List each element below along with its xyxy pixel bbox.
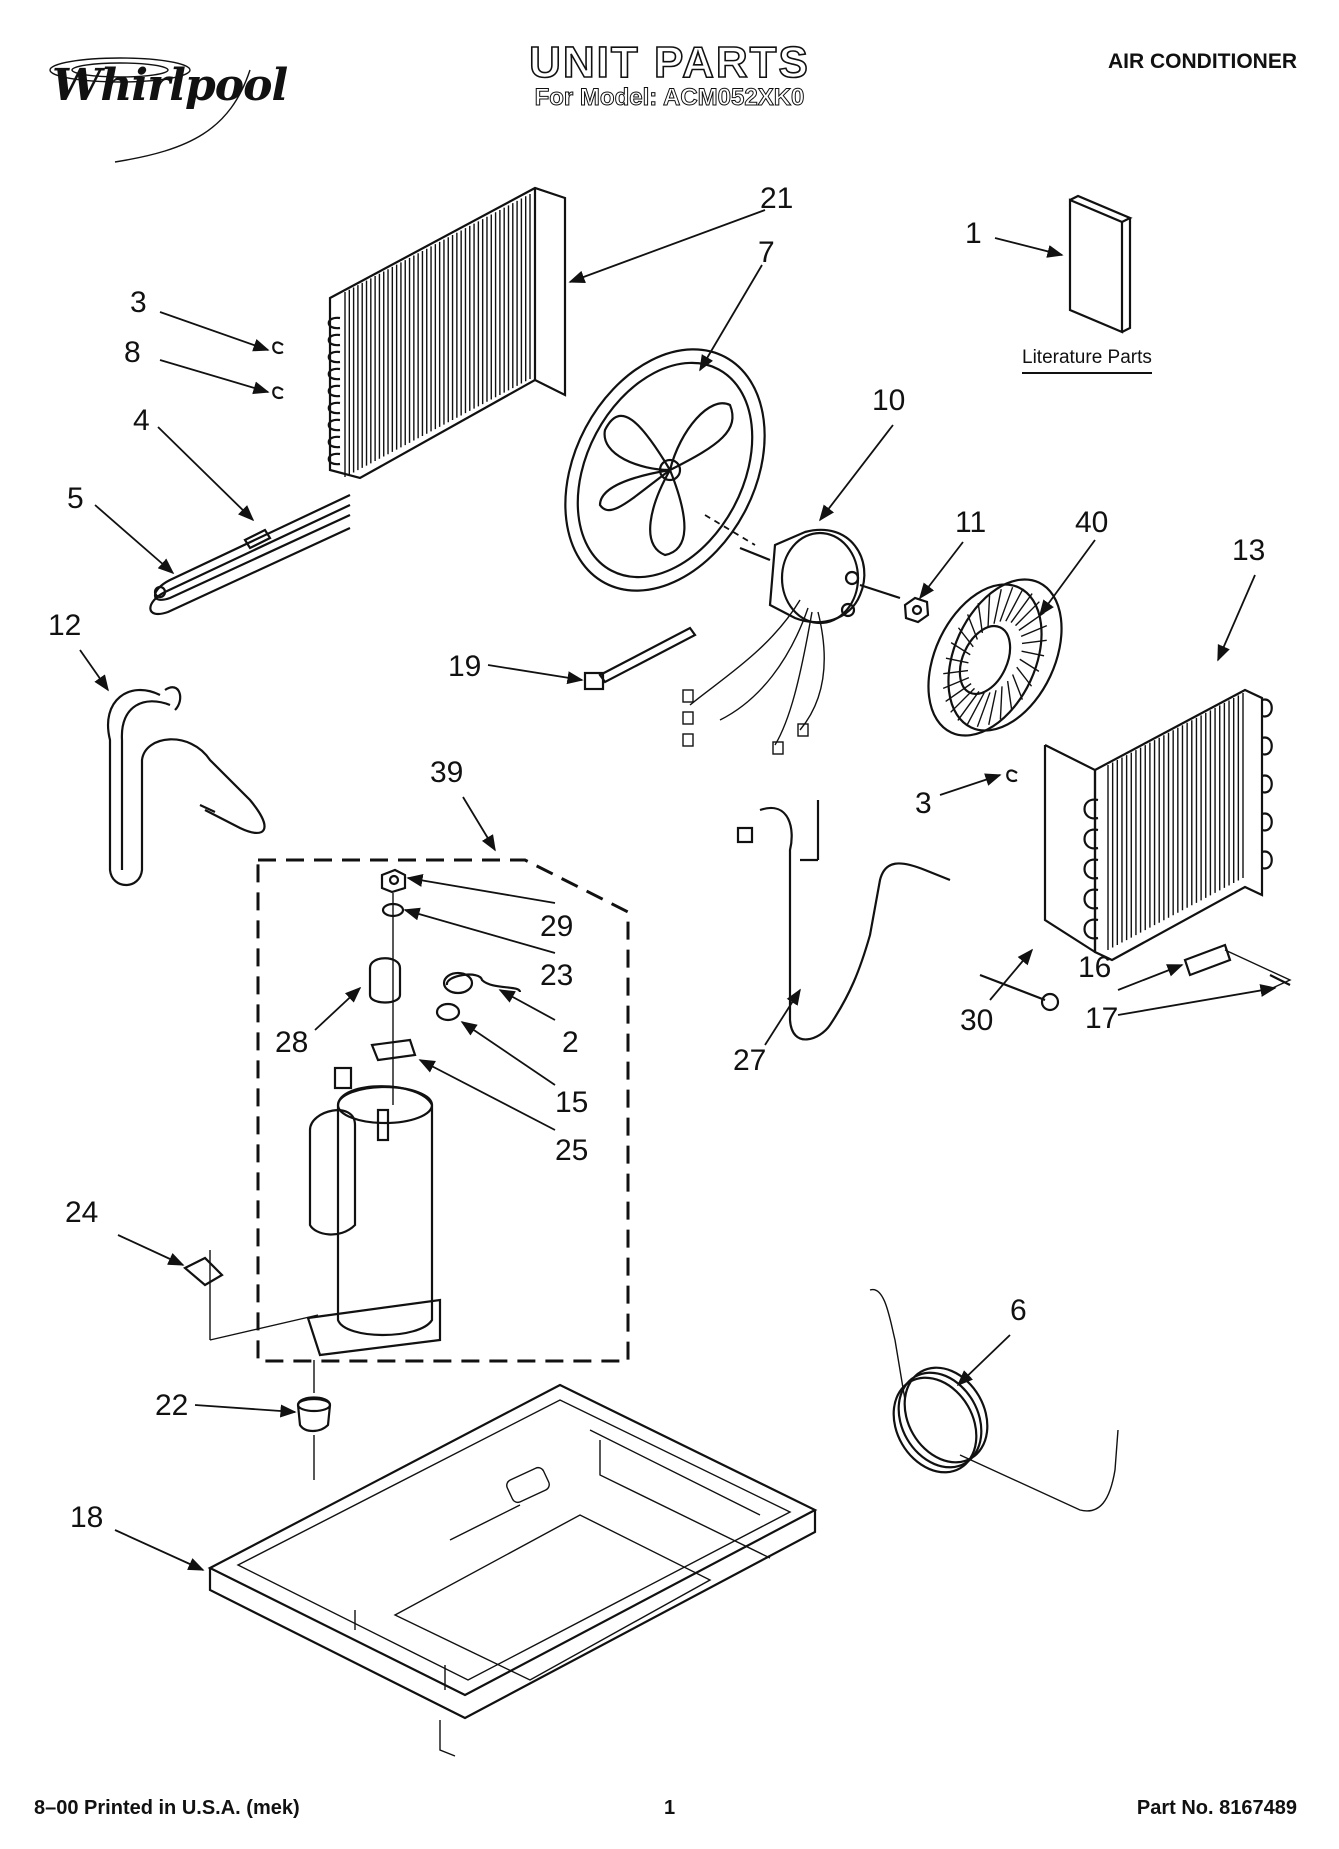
base-pan	[207, 1383, 818, 1757]
part-number: Part No. 8167489	[1136, 1797, 1297, 1819]
capillary-tube	[979, 973, 1060, 1012]
callout-8: 8	[124, 336, 141, 369]
callout-30: 30	[960, 1004, 993, 1037]
callout-1: 1	[965, 217, 982, 250]
product-category: AIR CONDITIONER	[1108, 50, 1297, 73]
condenser-fan-blade	[564, 348, 766, 592]
blower-wheel	[927, 578, 1063, 737]
cable-tie	[583, 626, 697, 691]
fan-motor	[682, 514, 901, 755]
logo-swirl-icon	[49, 57, 251, 163]
refrigerant-tube-loop	[107, 686, 266, 886]
capillary-coil	[869, 1289, 1119, 1512]
model-line: For Model: ACM052XK0	[534, 84, 805, 112]
callout-40: 40	[1075, 506, 1108, 539]
page-title: UNIT PARTS	[528, 37, 810, 88]
callout-6: 6	[1010, 1294, 1027, 1327]
bracket-screw	[1224, 949, 1292, 991]
callout-18: 18	[70, 1501, 103, 1534]
compressor	[209, 1066, 442, 1357]
callout-12: 12	[48, 609, 81, 642]
callout-19: 19	[448, 650, 481, 683]
base-clip	[183, 1256, 224, 1287]
evaporator-coil	[1043, 688, 1273, 962]
callout-24: 24	[65, 1196, 98, 1229]
callout-22: 22	[155, 1389, 188, 1422]
callout-17: 17	[1085, 1002, 1118, 1035]
callout-15: 15	[555, 1086, 588, 1119]
motor-shaft-nut	[903, 596, 930, 624]
callout-23: 23	[540, 959, 573, 992]
callout-11: 11	[955, 506, 986, 539]
callout-numbers: 1 21 7 3 8 4 5 10 11 40 13 12 19 39 3 29…	[48, 182, 1265, 1534]
print-info: 8–00 Printed in U.S.A. (mek)	[34, 1797, 300, 1819]
mounting-bracket	[1183, 943, 1232, 977]
callout-28: 28	[275, 1026, 308, 1059]
callout-3-lower: 3	[915, 787, 932, 820]
callout-5: 5	[67, 482, 84, 515]
callout-13: 13	[1232, 534, 1265, 567]
suction-tube	[736, 800, 951, 1041]
overload-protector	[368, 957, 402, 1004]
brand-logo: Whirlpool	[52, 60, 288, 111]
literature-parts-label: Literature Parts	[1022, 347, 1152, 374]
drain-heater-tube	[149, 494, 351, 615]
tubing-clip	[272, 341, 1018, 783]
callout-29: 29	[540, 910, 573, 943]
callout-25: 25	[555, 1134, 588, 1167]
callout-39: 39	[430, 756, 463, 789]
page-number: 1	[663, 1797, 676, 1819]
callout-2: 2	[562, 1026, 579, 1059]
compressor-mount-grommet	[296, 1360, 332, 1480]
terminal-bracket	[370, 1038, 417, 1062]
condenser-coil	[327, 186, 567, 480]
tubing-clip-alt	[272, 386, 284, 400]
grommet	[435, 1002, 461, 1022]
callout-27: 27	[733, 1044, 766, 1077]
callout-21: 21	[760, 182, 793, 215]
callout-leader-lines	[79, 209, 1277, 1571]
literature-booklet	[1068, 194, 1133, 334]
callout-10: 10	[872, 384, 905, 417]
terminal-nut	[380, 868, 407, 894]
callout-4: 4	[133, 404, 150, 437]
callout-3-upper: 3	[130, 286, 147, 319]
terminal-cover	[442, 971, 522, 995]
callout-7: 7	[758, 236, 775, 269]
callout-16: 16	[1078, 951, 1111, 984]
